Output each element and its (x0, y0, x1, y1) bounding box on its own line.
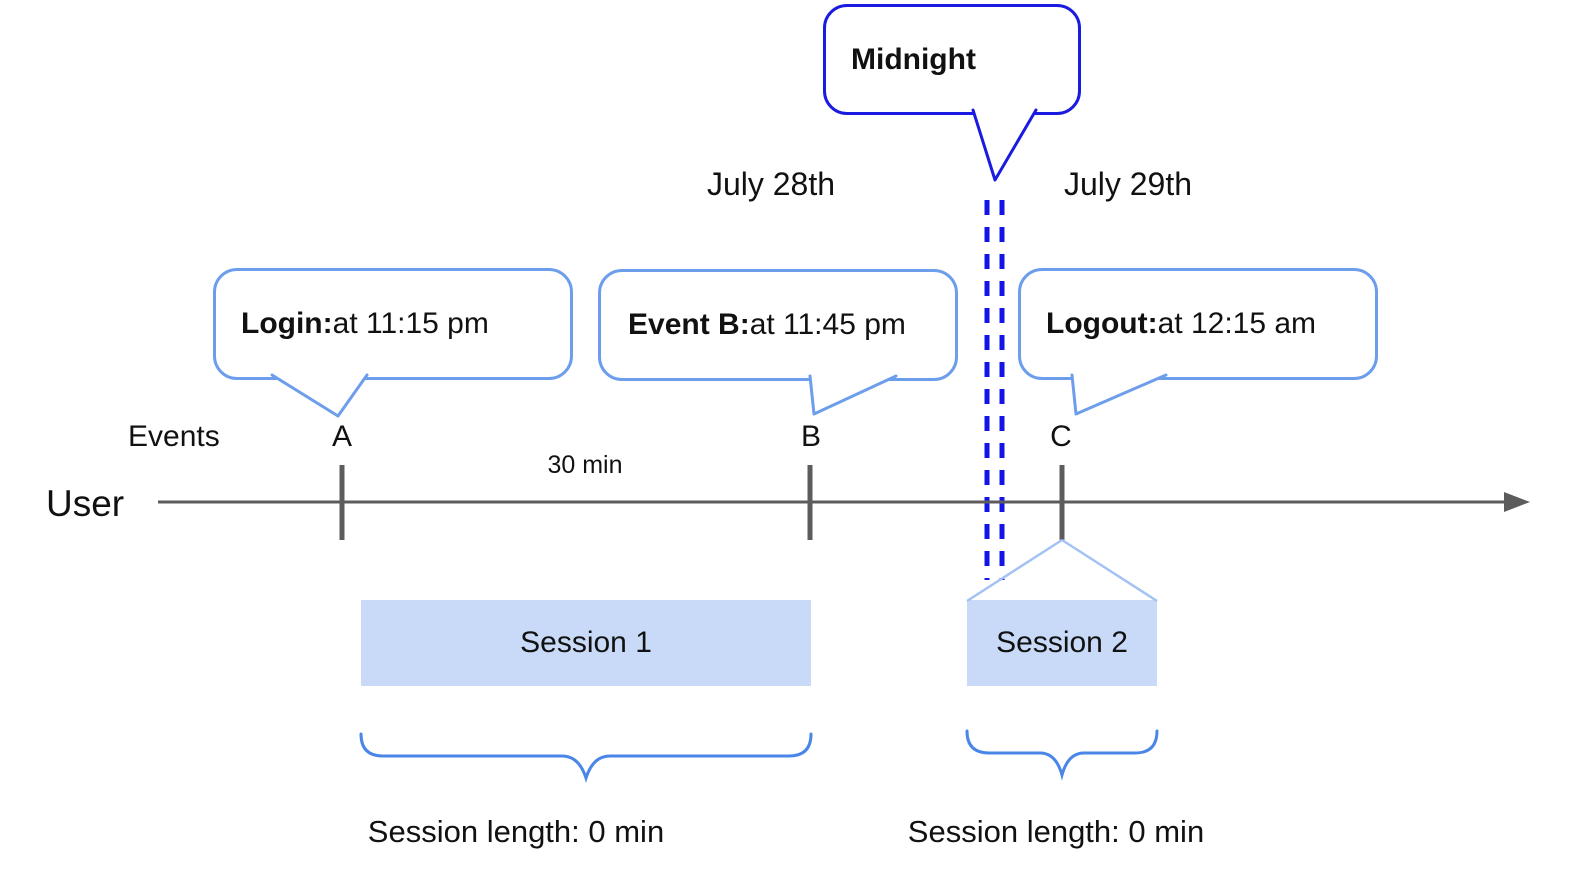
session-1-brace (359, 732, 813, 783)
session-2-length-label: Session length: 0 min (907, 814, 1205, 849)
midnight-callout-tail (971, 108, 1038, 182)
marker-a: A (331, 420, 352, 453)
midnight-callout-label: Midnight (851, 42, 976, 76)
session-2-box: Session 2 (967, 600, 1157, 686)
event-b-callout-tail (808, 374, 898, 416)
event-b-callout: Event B: at 11:45 pm (598, 269, 958, 381)
event-b-callout-time: at 11:45 pm (749, 308, 906, 341)
date-label-july-28: July 28th (706, 166, 836, 202)
login-callout: Login: at 11:15 pm (213, 268, 573, 380)
event-b-callout-title: Event B: (628, 308, 750, 341)
login-callout-title: Login: (241, 307, 333, 340)
session-2-funnel (966, 538, 1158, 603)
login-callout-tail (270, 373, 369, 418)
date-label-july-29: July 29th (1063, 166, 1193, 202)
marker-b: B (800, 420, 821, 453)
logout-callout-title: Logout: (1046, 307, 1158, 340)
interval-label: 30 min (547, 451, 623, 479)
events-axis-label: Events (128, 420, 220, 453)
logout-callout-tail (1070, 373, 1168, 416)
user-label: User (46, 483, 125, 524)
midnight-divider-line (984, 200, 1005, 580)
login-callout-time: at 11:15 pm (332, 307, 489, 340)
session-2-brace (965, 729, 1159, 781)
logout-callout-time: at 12:15 am (1157, 307, 1317, 340)
session-2-label: Session 2 (996, 626, 1128, 659)
timeline-arrow (158, 492, 1530, 512)
marker-c: C (1050, 420, 1072, 453)
session-1-label: Session 1 (520, 626, 652, 659)
logout-callout: Logout: at 12:15 am (1018, 268, 1378, 380)
session-1-box: Session 1 (361, 600, 811, 686)
midnight-callout: Midnight (823, 4, 1081, 115)
session-1-length-label: Session length: 0 min (367, 814, 665, 849)
